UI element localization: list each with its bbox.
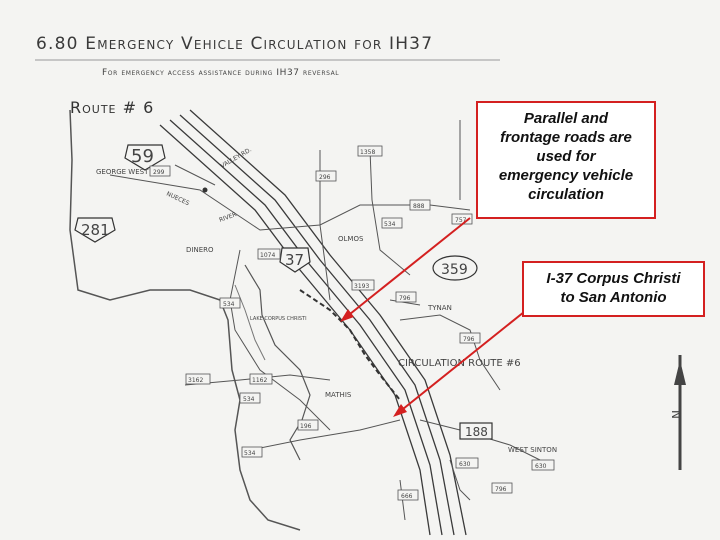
place-nueces: NUECES [165, 190, 190, 207]
callout-line: frontage roads are [500, 129, 632, 146]
road-number: 296 [319, 174, 331, 181]
road-number: 796 [399, 295, 411, 302]
road-number: 534 [223, 301, 235, 308]
callout-line: used for [536, 148, 596, 165]
road-number: 3193 [354, 283, 369, 290]
road-number: 796 [463, 336, 475, 343]
page-title: 6.80 Emergency Vehicle Circulation for I… [36, 34, 434, 54]
road-number: 666 [401, 493, 413, 500]
road-number: 1162 [252, 377, 267, 384]
place-river: RIVER [218, 211, 237, 224]
county-boundary [69, 109, 301, 531]
road-number: 534 [244, 450, 256, 457]
road-number: 888 [413, 203, 425, 210]
lake-corpus-christi [244, 264, 311, 461]
callout-arrow-frontage [344, 217, 471, 319]
shield-r188 [459, 422, 493, 440]
callout-line: I-37 Corpus Christi [546, 270, 681, 287]
road-number-boxes [149, 145, 555, 501]
place-george-west: GEORGE WEST [96, 168, 149, 176]
shield-us281 [74, 217, 116, 243]
place-west-sinton: WEST SINTON [508, 446, 557, 454]
callout-arrows [340, 217, 525, 417]
route-label: Route # 6 [70, 98, 155, 117]
road-number: 1358 [360, 149, 375, 156]
shield-r359 [432, 255, 478, 281]
shield-i37-text: 37 [285, 251, 304, 269]
town-marker [202, 187, 208, 193]
callout-i37: I-37 Corpus Christi to San Antonio [522, 261, 705, 317]
page-subtitle: For emergency access assistance during I… [102, 68, 340, 78]
callout-arrow-i37 [397, 311, 525, 414]
road-number: 299 [153, 169, 165, 176]
shield-us59 [124, 144, 166, 171]
shield-us281-text: 281 [81, 221, 110, 239]
place-tynan: TYNAN [427, 304, 452, 312]
place-lake: LAKE CORPUS CHRISTI [250, 316, 307, 322]
road-number: 1074 [260, 252, 275, 259]
place-olmos: OLMOS [338, 235, 364, 243]
north-arrow-icon [674, 355, 686, 470]
secondary-roads [109, 120, 541, 521]
road-number: 3162 [188, 377, 203, 384]
shield-us59-text: 59 [131, 146, 154, 167]
road-number: 796 [495, 486, 507, 493]
callout-frontage-roads: Parallel and frontage roads are used for… [476, 101, 656, 219]
callout-line: to San Antonio [560, 289, 667, 306]
place-mathis: MATHIS [325, 391, 352, 399]
callout-line: Parallel and [523, 110, 609, 127]
place-dinero: DINERO [186, 246, 214, 254]
road-number: 196 [300, 423, 312, 430]
road-number-labels: 1358 296 888 757 299 534 1074 3193 796 7… [153, 149, 547, 500]
shield-r359-text: 359 [441, 262, 468, 278]
circulation-route-line [299, 289, 401, 401]
road-number: 630 [535, 463, 547, 470]
north-label: N [669, 410, 683, 419]
callout-line: emergency vehicle [498, 167, 634, 184]
road-number: 630 [459, 461, 471, 468]
road-number: 534 [384, 221, 396, 228]
road-number: 757 [455, 217, 467, 224]
shield-i37 [279, 247, 311, 273]
i37-corridor [159, 109, 467, 536]
road-number: 534 [243, 396, 255, 403]
callout-line: circulation [528, 186, 604, 203]
shield-r188-text: 188 [465, 425, 488, 439]
place-valley-rd: VALLEY RD. [220, 146, 254, 169]
